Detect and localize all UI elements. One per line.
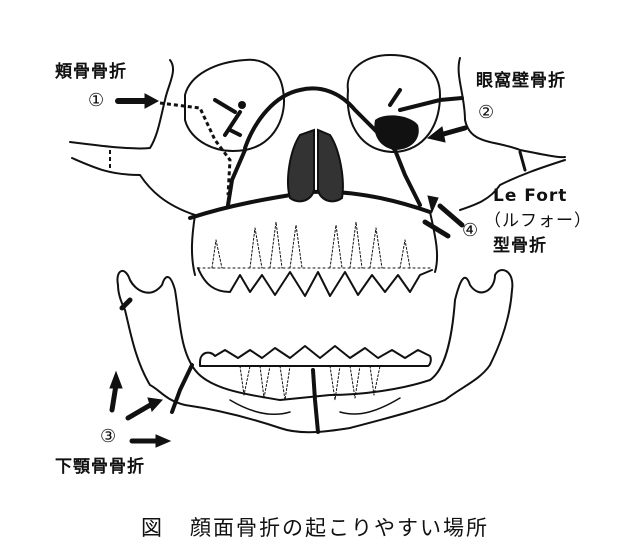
- label-orbital-wall-fracture: 眼窩壁骨折: [476, 71, 566, 91]
- number-1: ①: [88, 90, 105, 111]
- arrow-3b: [125, 401, 155, 421]
- label-le-fort-line1: Le Fort: [493, 186, 568, 206]
- nasal-aperture: [287, 128, 315, 203]
- upper-teeth: [197, 267, 433, 297]
- mandible-fracture-line: [170, 363, 194, 414]
- label-le-fort-line3: 型骨折: [493, 236, 547, 256]
- arrow-4b: [422, 219, 451, 239]
- mandible: [116, 269, 514, 434]
- right-orbit: [346, 54, 441, 153]
- label-mandible-fracture: 下顎骨骨折: [55, 457, 145, 477]
- figure-caption-text: 顔面骨折の起こりやすい場所: [190, 516, 489, 540]
- arrow-4a: [437, 203, 465, 228]
- label-zygomatic-fracture: 頬骨骨折: [55, 62, 127, 82]
- figure-caption: 図 顔面骨折の起こりやすい場所: [0, 512, 630, 542]
- number-2: ②: [478, 102, 495, 123]
- orbital-blowout-region: [374, 115, 419, 150]
- number-4: ④: [462, 220, 479, 241]
- symphysis-fracture-line: [311, 368, 320, 434]
- number-3: ③: [100, 426, 117, 447]
- lower-teeth: [199, 345, 432, 367]
- left-orbit: [184, 58, 285, 152]
- figure-prefix: 図: [141, 516, 164, 540]
- arrow-2: [437, 125, 468, 138]
- arrow-3a: [109, 382, 119, 413]
- label-le-fort-line2: （ルフォー）: [484, 211, 592, 231]
